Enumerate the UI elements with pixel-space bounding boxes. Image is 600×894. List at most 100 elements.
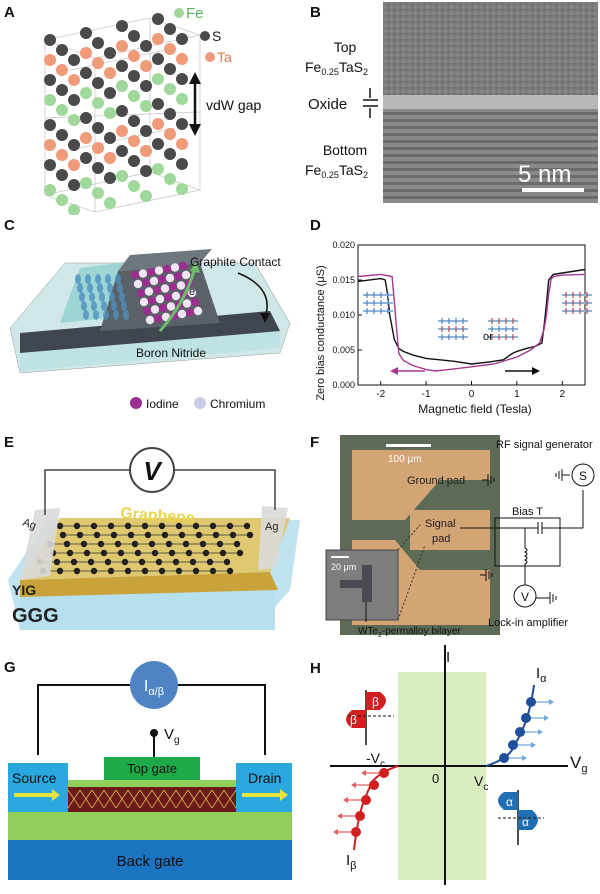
ta-atom bbox=[152, 118, 164, 130]
crystal-atom bbox=[158, 303, 168, 313]
rod-atom bbox=[89, 292, 95, 302]
s-atom bbox=[104, 172, 116, 184]
crystal-structure: Fe S Ta vdW gap bbox=[44, 5, 261, 216]
s-atom bbox=[44, 34, 56, 46]
s-atom bbox=[164, 63, 176, 75]
wire-right bbox=[175, 469, 276, 510]
y-axis-label: Zero bias conductance (μS) bbox=[315, 265, 327, 400]
s-atom bbox=[116, 20, 128, 32]
rod-atom bbox=[115, 274, 121, 284]
s-atom bbox=[68, 139, 80, 151]
crystal-atom bbox=[138, 269, 148, 278]
fe-label: Fe bbox=[186, 5, 204, 22]
electron-path bbox=[158, 267, 197, 332]
panel-label-g: G bbox=[4, 659, 16, 676]
s-atom bbox=[128, 115, 140, 127]
alpha-point bbox=[499, 753, 509, 763]
fe-atom bbox=[152, 73, 164, 85]
current-meter bbox=[130, 661, 178, 709]
chromium-legend: Chromium bbox=[210, 397, 265, 411]
s-atom bbox=[80, 152, 92, 164]
panel-label-d: D bbox=[310, 217, 321, 234]
x-tick-label: 1 bbox=[514, 389, 520, 400]
crystal-atom bbox=[150, 305, 160, 314]
ta-atom bbox=[56, 149, 68, 161]
s-atom bbox=[140, 80, 152, 92]
ta-label: Ta bbox=[217, 49, 232, 65]
alpha-arrowhead bbox=[522, 755, 527, 761]
chart-series bbox=[357, 268, 586, 372]
vdw-gap-arrow bbox=[189, 72, 201, 136]
fe-atom bbox=[104, 197, 116, 209]
top-label: Top bbox=[334, 39, 357, 55]
ta-atom bbox=[68, 74, 80, 86]
iodine-legend: Iodine bbox=[146, 397, 179, 411]
s-atom bbox=[128, 70, 140, 82]
fe-atom bbox=[56, 104, 68, 116]
iodine-legend-dot bbox=[130, 397, 142, 409]
crystal-atom bbox=[185, 308, 195, 317]
s-atom bbox=[44, 74, 56, 86]
panel-label-h: H bbox=[310, 660, 321, 677]
data-points bbox=[333, 697, 554, 837]
current-meter-label: Iα/β bbox=[144, 678, 164, 698]
ground-pad-label: Ground pad bbox=[407, 475, 465, 487]
carbon-atom bbox=[226, 567, 234, 575]
alpha-arrowhead bbox=[538, 729, 543, 735]
bilayer-label: WTe2-permalloy bilayer bbox=[358, 626, 461, 639]
rod-atom bbox=[103, 310, 109, 320]
lattice-bond bbox=[67, 789, 81, 809]
fe-atom bbox=[140, 190, 152, 202]
yig-layer bbox=[20, 572, 278, 597]
wire-left bbox=[44, 469, 130, 515]
ta-atom bbox=[80, 47, 92, 59]
signal-generator-label: S bbox=[579, 469, 587, 483]
rod-atom bbox=[105, 274, 111, 284]
fmr-setup: 100 μm 20 μm WTe2-permalloy bilayer Grou… bbox=[325, 435, 595, 639]
iv-diagram: I Vg 0 Vc -Vc Iα Iβ β β α α bbox=[330, 645, 587, 885]
x-tick-label: 2 bbox=[560, 389, 566, 400]
s-atom bbox=[104, 132, 116, 144]
rod-atom bbox=[91, 301, 97, 311]
s-atom bbox=[128, 155, 140, 167]
s-atom bbox=[56, 169, 68, 181]
panel-e: E Ag Ag Graphene YIG GGG V bbox=[0, 430, 300, 640]
dielectric-layer bbox=[8, 812, 292, 840]
lattice-bond bbox=[175, 789, 189, 809]
voltmeter bbox=[129, 447, 175, 493]
crystal-atom bbox=[173, 272, 183, 281]
fe-atom bbox=[176, 183, 188, 195]
lattice-bond bbox=[127, 789, 141, 809]
ta-atom bbox=[92, 142, 104, 154]
s-atom bbox=[68, 54, 80, 66]
crystal-atom bbox=[133, 279, 143, 289]
scale-small-label: 20 μm bbox=[331, 562, 356, 572]
source-contact bbox=[8, 763, 68, 812]
s-atom bbox=[140, 125, 152, 137]
carbon-atom bbox=[233, 540, 241, 548]
fe-legend-dot bbox=[174, 8, 184, 18]
s-atom bbox=[44, 119, 56, 131]
y-tick-label: 0.015 bbox=[332, 275, 355, 285]
top-gate bbox=[104, 757, 200, 780]
s-atom bbox=[152, 53, 164, 65]
s-atom bbox=[80, 27, 92, 39]
s-atom bbox=[116, 105, 128, 117]
s-legend-dot bbox=[200, 31, 210, 41]
fe-atom bbox=[92, 97, 104, 109]
crystal-atom bbox=[178, 261, 188, 271]
top-gate-label: Top gate bbox=[127, 761, 177, 776]
panel-h: H I Vg 0 Vc -Vc Iα Iβ β β α α bbox=[300, 640, 600, 889]
oxide-marker bbox=[363, 88, 378, 118]
beta-arrowhead bbox=[361, 770, 366, 776]
pad-label: pad bbox=[432, 533, 450, 545]
crystal-atoms bbox=[75, 261, 203, 325]
graphene-device: Ag Ag Graphene YIG GGG V bbox=[8, 447, 300, 630]
lattice-bond bbox=[223, 789, 237, 809]
ta-atom bbox=[56, 64, 68, 76]
back-gate-label: Back gate bbox=[117, 853, 184, 870]
alpha-point bbox=[508, 740, 518, 750]
beta-point bbox=[351, 827, 361, 837]
